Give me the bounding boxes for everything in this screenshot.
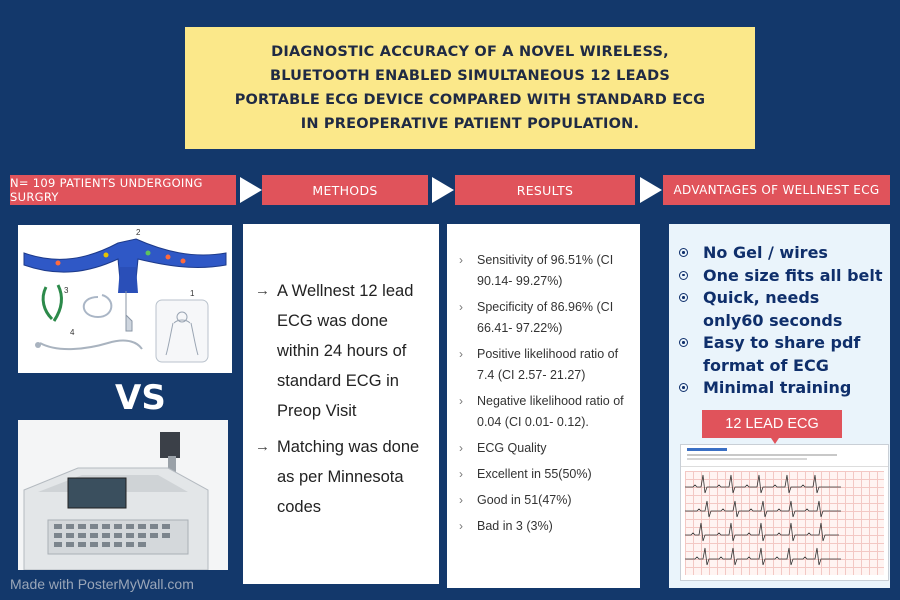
poster-title-text: DIAGNOSTIC ACCURACY OF A NOVEL WIRELESS,… [234,44,706,132]
poster-title: DIAGNOSTIC ACCURACY OF A NOVEL WIRELESS,… [185,27,755,149]
arrow-right-icon [432,177,454,203]
banner-patients-label: N= 109 PATIENTS UNDERGOING SURGRY [10,176,203,204]
results-panel: › Sensitivity of 96.51% (CI 90.14- 99.27%… [447,224,640,588]
banner-patients: N= 109 PATIENTS UNDERGOING SURGRY [10,175,236,205]
results-text: Negative likelihood ratio of 0.04 (CI 0.… [477,394,624,429]
list-item: → A Wellnest 12 lead ECG was done within … [255,276,429,426]
arrow-right-icon [640,177,662,203]
ecg-header-block [681,445,888,467]
arrow-right-icon [240,177,262,203]
chevron-right-icon: › [459,519,463,533]
list-item: → Matching was done as per Minnesota code… [255,432,429,522]
advantage-text: Easy to share pdf format of ECG [703,333,861,375]
circle-bullet-icon [679,293,688,302]
results-text: Good in 51(47%) [477,493,572,507]
ecg-label-text: 12 LEAD ECG [725,416,819,432]
banner-methods: METHODS [262,175,428,205]
results-text: ECG Quality [477,441,547,455]
advantage-text: Quick, needs only60 seconds [703,288,843,330]
banner-advantages-label: ADVANTAGES OF WELLNEST ECG [673,183,880,197]
list-item: › Excellent in 55(50%) [459,464,632,485]
device-label: 2 [136,228,141,237]
list-item: › Negative likelihood ratio of 0.04 (CI 0… [459,391,632,433]
methods-panel: → A Wellnest 12 lead ECG was done within … [243,224,439,584]
banner-results-label: RESULTS [516,182,574,198]
vs-label: VS [115,378,166,418]
banner-results: RESULTS [455,175,635,205]
results-text: Positive likelihood ratio of 7.4 (CI 2.5… [477,347,619,382]
chevron-right-icon: › [459,253,463,267]
list-item: › Good in 51(47%) [459,490,632,511]
chevron-right-icon: › [459,441,463,455]
results-text: Excellent in 55(50%) [477,467,592,481]
advantage-text: No Gel / wires [703,243,828,262]
device-label: 3 [64,286,69,295]
list-item: › Bad in 3 (3%) [459,516,632,537]
circle-bullet-icon [679,383,688,392]
circle-bullet-icon [679,248,688,257]
banner-advantages: ADVANTAGES OF WELLNEST ECG [663,175,890,205]
methods-text: Matching was done as per Minnesota codes [277,438,420,516]
wellnest-device-image: 2 3 1 4 [18,225,232,373]
list-item: › Positive likelihood ratio of 7.4 (CI 2.… [459,344,632,386]
results-text: Sensitivity of 96.51% (CI 90.14- 99.27%) [477,253,614,288]
list-item: No Gel / wires [677,242,884,265]
ecg-waveform-icon [685,474,841,566]
standard-ecg-machine-image [18,420,228,571]
list-item: One size fits all belt [677,265,884,288]
advantages-panel: No Gel / wires One size fits all belt Qu… [669,224,890,588]
device-label: 1 [190,289,195,298]
wellnest-belt-icon: 2 3 1 4 [23,228,227,363]
ecg-label-banner: 12 LEAD ECG [702,410,842,438]
banner-methods-label: METHODS [312,182,378,198]
results-text: Bad in 3 (3%) [477,519,553,533]
list-item: › Sensitivity of 96.51% (CI 90.14- 99.27%… [459,250,632,292]
chevron-right-icon: › [459,493,463,507]
pointer-arrow-icon [771,438,779,444]
list-item: Easy to share pdf format of ECG [677,332,884,377]
watermark: Made with PosterMyWall.com [10,576,194,592]
circle-bullet-icon [679,270,688,280]
list-item: › ECG Quality [459,438,632,459]
methods-list: → A Wellnest 12 lead ECG was done within … [243,224,439,522]
ecg-trace [685,471,884,575]
results-text: Specificity of 86.96% (CI 66.41- 97.22%) [477,300,614,335]
advantage-text: Minimal training [703,378,852,397]
ecg-printout-image [680,444,889,581]
advantages-list: No Gel / wires One size fits all belt Qu… [669,224,890,400]
list-item: › Specificity of 86.96% (CI 66.41- 97.22%… [459,297,632,339]
device-label: 4 [70,328,75,337]
arrow-bullet-icon: → [255,438,270,455]
advantage-text: One size fits all belt [703,265,883,285]
chevron-right-icon: › [459,300,463,314]
list-item: Minimal training [677,377,884,400]
results-list: › Sensitivity of 96.51% (CI 90.14- 99.27%… [447,224,640,537]
arrow-bullet-icon: → [255,282,270,299]
list-item: Quick, needs only60 seconds [677,287,884,332]
methods-text: A Wellnest 12 lead ECG was done within 2… [277,282,414,420]
chevron-right-icon: › [459,347,463,361]
circle-bullet-icon [679,338,688,347]
ecg-machine-icon [18,420,228,571]
chevron-right-icon: › [459,467,463,481]
chevron-right-icon: › [459,394,463,408]
